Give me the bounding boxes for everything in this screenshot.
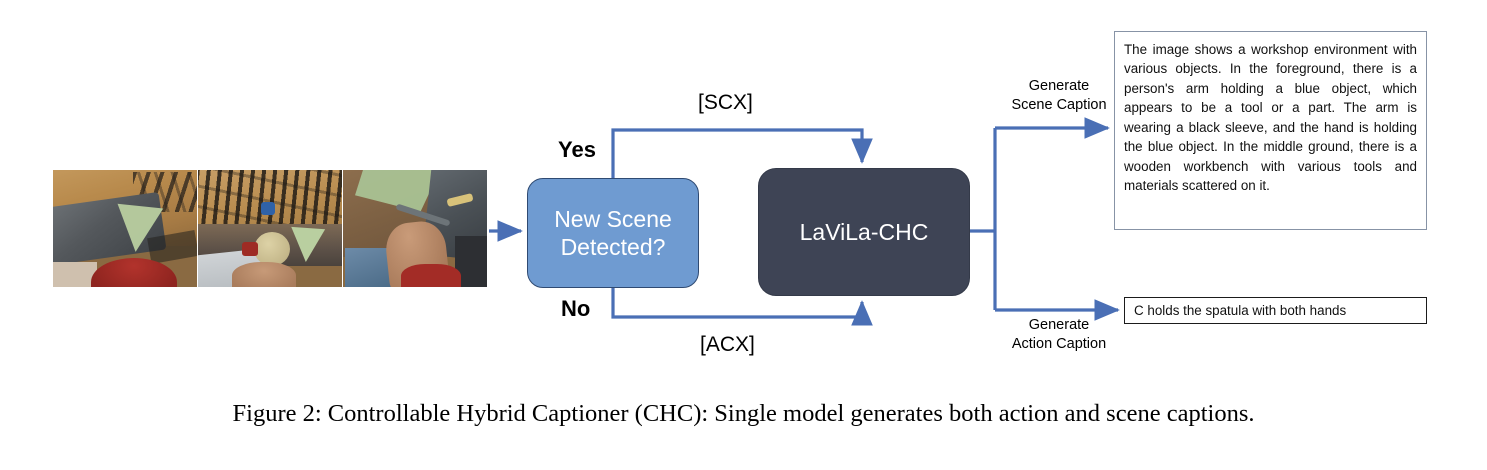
action-caption-text: C holds the spatula with both hands xyxy=(1134,303,1347,318)
frame1-green-cloth xyxy=(112,203,164,255)
frame2-round-object xyxy=(254,232,290,266)
action-caption-box: C holds the spatula with both hands xyxy=(1124,297,1427,324)
figure-caption: Figure 2: Controllable Hybrid Captioner … xyxy=(232,400,1255,427)
model-node-label: LaViLa-CHC xyxy=(799,218,929,245)
frame3-red-shirt xyxy=(401,264,461,287)
video-frame-1 xyxy=(53,170,197,287)
decision-node-label: New Scene Detected? xyxy=(554,205,672,260)
frame2-hands xyxy=(232,262,296,287)
edge-label-generate-scene-caption: Generate Scene Caption xyxy=(1011,78,1107,113)
model-node-lavila-chc[interactable]: LaViLa-CHC xyxy=(758,168,970,296)
frame2-blue-object xyxy=(261,202,275,215)
frame1-red-shirt xyxy=(91,258,177,287)
video-frame-3 xyxy=(343,170,487,287)
frame2-red-object xyxy=(242,242,258,256)
video-frame-2 xyxy=(198,170,342,287)
edge-label-acx-token: [ACX] xyxy=(700,333,755,356)
decision-node-new-scene[interactable]: New Scene Detected? xyxy=(527,178,699,288)
edge-label-generate-action-caption: Generate Action Caption xyxy=(1011,317,1107,352)
edge-label-yes: Yes xyxy=(558,137,596,162)
frame1-floor xyxy=(53,262,97,287)
frame3-blue-object xyxy=(345,248,391,287)
video-frame-strip xyxy=(53,170,487,287)
edge-label-scx-token: [SCX] xyxy=(698,91,753,114)
frame2-hanging-tools xyxy=(198,170,342,228)
edge-label-no: No xyxy=(561,296,591,321)
frame2-green-cloth xyxy=(288,226,326,264)
scene-caption-text: The image shows a workshop environment w… xyxy=(1124,42,1417,194)
scene-caption-box: The image shows a workshop environment w… xyxy=(1114,31,1427,230)
